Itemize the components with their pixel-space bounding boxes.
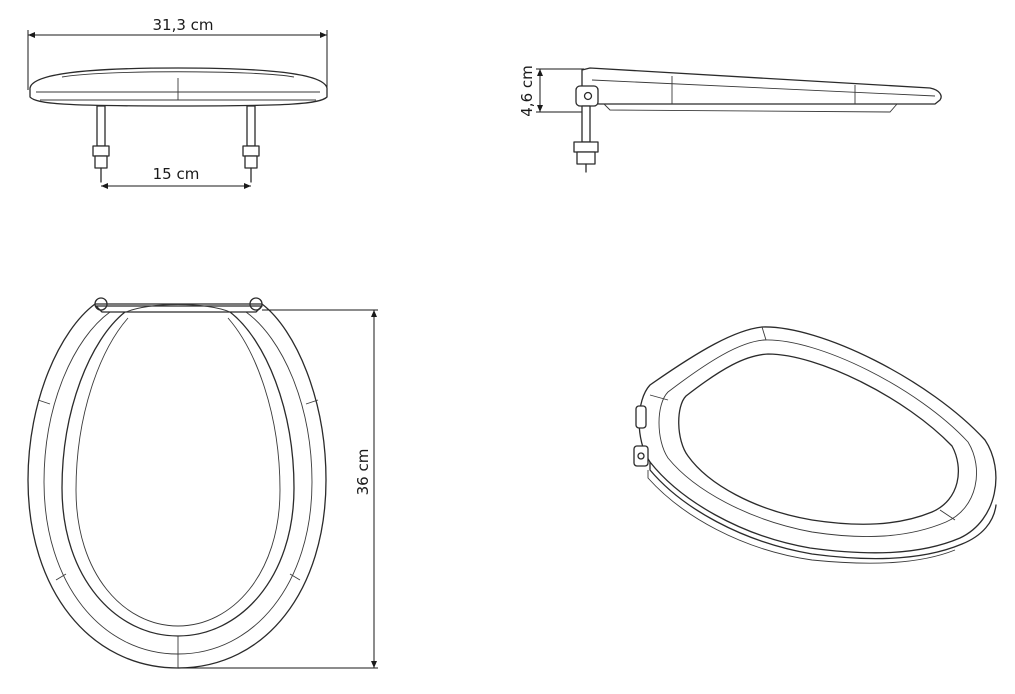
height-dimension: 4,6 cm bbox=[518, 65, 584, 117]
width-dimension: 31,3 cm bbox=[27, 16, 328, 90]
left-hinge-bolt bbox=[92, 105, 110, 183]
top-view: 36 cm bbox=[27, 297, 378, 669]
length-dimension: 36 cm bbox=[178, 309, 378, 669]
hinge-spacing-dimension: 15 cm bbox=[101, 165, 251, 189]
front-view: 31,3 cm 15 cm bbox=[27, 16, 328, 189]
side-hinge bbox=[573, 85, 599, 173]
iso-hinge bbox=[633, 405, 649, 467]
right-hinge-bolt bbox=[242, 105, 260, 183]
length-label: 36 cm bbox=[354, 449, 372, 496]
height-label: 4,6 cm bbox=[518, 65, 536, 116]
side-view: 4,6 cm bbox=[518, 65, 942, 173]
hinge-spacing-label: 15 cm bbox=[153, 165, 200, 183]
isometric-view bbox=[633, 326, 997, 564]
width-label: 31,3 cm bbox=[152, 16, 213, 34]
